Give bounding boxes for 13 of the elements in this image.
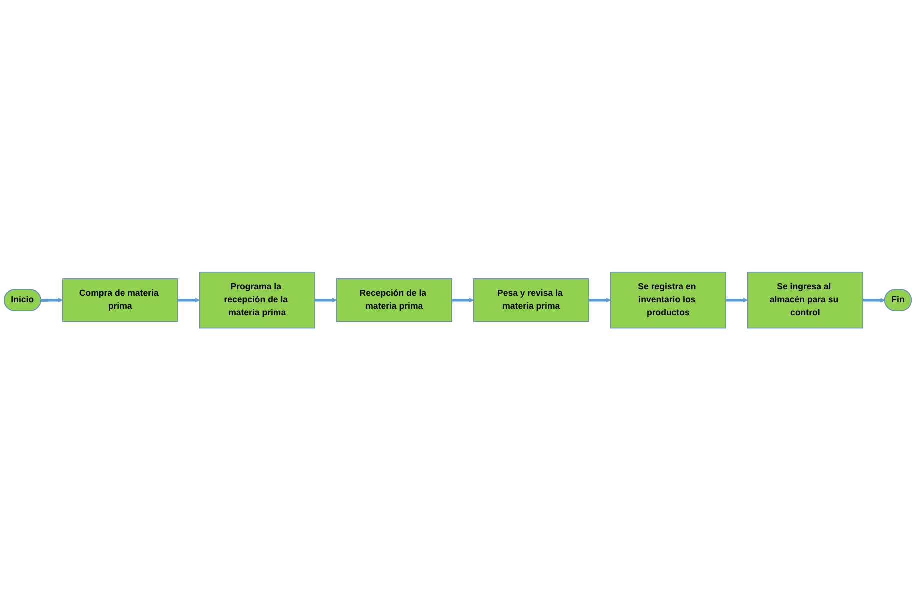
node-box: Programa la recepción de la materia prima xyxy=(199,272,316,329)
node-box: Se ingresa al almacén para su control xyxy=(747,272,864,329)
arrow xyxy=(41,298,63,303)
arrow xyxy=(862,298,886,304)
arrow xyxy=(726,298,748,303)
arrow xyxy=(178,298,200,303)
node-box: Pesa y revisa la materia prima xyxy=(473,278,590,322)
arrow xyxy=(452,298,474,303)
node-box: Se registra en inventario los productos xyxy=(610,272,726,329)
arrow xyxy=(314,298,338,303)
arrow xyxy=(588,298,612,303)
node-box: Compra de materia prima xyxy=(62,278,178,322)
node-box: Recepción de la materia prima xyxy=(336,278,452,322)
